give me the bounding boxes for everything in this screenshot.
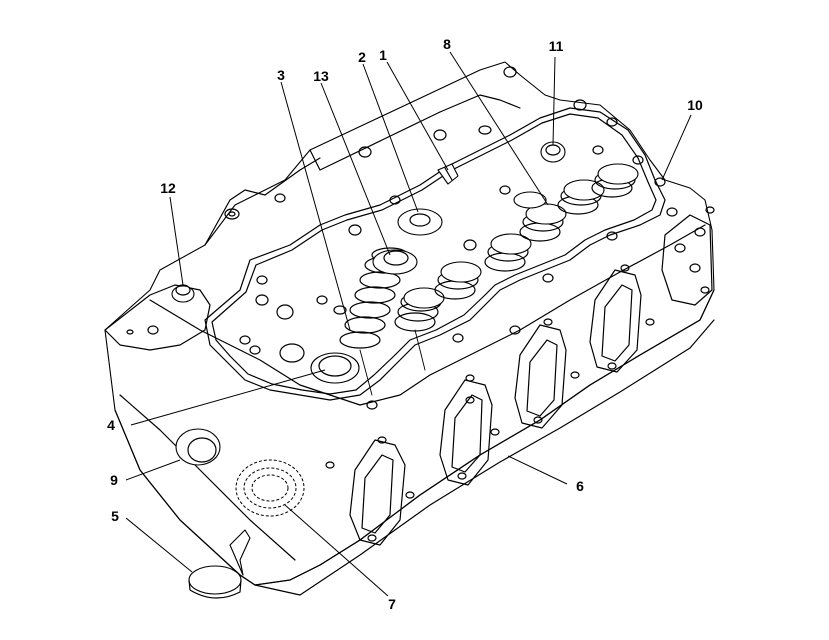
deck-passages — [239, 294, 347, 363]
callout-8: 8 — [443, 36, 451, 52]
callout-5: 5 — [111, 508, 119, 524]
callout-2: 2 — [358, 49, 366, 65]
valve-spring-7 — [591, 163, 639, 198]
gasket-rail — [204, 107, 666, 401]
gasket-bolt-holes — [224, 66, 666, 410]
callout-12: 12 — [160, 180, 176, 196]
water-passage — [175, 428, 221, 466]
valve-keeper — [437, 163, 459, 185]
callout-10: 10 — [687, 97, 703, 113]
spring-retainer — [372, 249, 418, 275]
callout-6: 6 — [576, 478, 584, 494]
callout-11: 11 — [549, 38, 564, 54]
callout-labels: 1 2 3 4 5 6 7 8 9 10 11 12 13 — [107, 36, 703, 612]
valve-spring-8 — [513, 191, 547, 209]
valve-spring-3 — [434, 261, 482, 300]
exhaust-port-flanges — [325, 206, 715, 546]
callout-4: 4 — [107, 417, 115, 433]
hidden-valve-seat — [235, 459, 305, 517]
cylinder-head-body — [104, 61, 715, 596]
valve-springs — [339, 141, 639, 396]
valve-spring-5 — [519, 203, 567, 242]
leader-lines — [125, 51, 692, 597]
rear-bolt-boss — [104, 284, 211, 351]
callout-13: 13 — [313, 68, 329, 84]
exhaust-valve — [188, 529, 251, 599]
callout-9: 9 — [110, 472, 118, 488]
valve-cap — [397, 208, 443, 236]
callout-7: 7 — [388, 596, 396, 612]
valve-spring-2 — [394, 287, 445, 332]
callout-1: 1 — [379, 47, 387, 63]
valve-spring-4 — [484, 233, 532, 272]
callout-3: 3 — [277, 67, 285, 83]
valve-seat-assembly — [310, 352, 360, 384]
